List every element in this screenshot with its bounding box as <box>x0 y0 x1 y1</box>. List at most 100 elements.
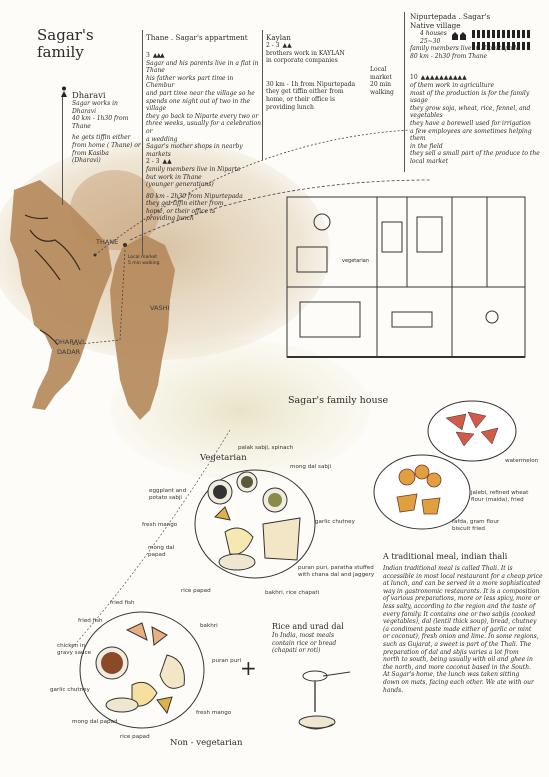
thane-count1-row: 3 ▲▲▲ <box>146 52 261 60</box>
veg-label: rice papad <box>181 588 211 594</box>
thali-line: or coconut), fresh onion and lime. In so… <box>383 633 539 641</box>
nonveg-label: chicken in <box>57 643 86 649</box>
dharavi-line: Dharavi <box>72 107 97 115</box>
nipurtepada-text: vegetables <box>410 112 443 120</box>
thane-heading: Thane . Sagar's appartment <box>146 33 248 42</box>
thane-text: Sagar and his parents live in a flat in <box>146 59 259 67</box>
rice-pouring-illustration <box>298 670 351 730</box>
people-icons: ▲▲▲▲▲▲▲▲▲▲ <box>420 74 467 82</box>
local-note-line: Local market <box>128 255 158 260</box>
veg-label: potato sabji <box>149 495 182 501</box>
person-icon <box>61 86 67 97</box>
kaylan-text: in corporate companies <box>266 57 338 65</box>
people-icons: ▲▲▲ <box>152 52 165 59</box>
local-note-line: 5 min walking <box>128 260 160 266</box>
local-market-block: Local market 20 min walking <box>370 66 410 96</box>
veg-label: bakhri, rice chapati <box>265 590 320 596</box>
houses-count: 4 houses <box>420 30 447 37</box>
house-floor-plan <box>286 196 526 358</box>
thali-line: such as Gujarat, a sweet is part of the … <box>383 640 532 648</box>
sweet-label: biscuit fried <box>452 526 485 532</box>
dharavi-block: Dharavi Sagar works in Dharavi 40 km - 1… <box>72 90 142 165</box>
nipurtepada-leader-line <box>404 12 405 172</box>
veg-label: with chana dal and jaggery <box>298 572 375 578</box>
local-market-line: market <box>370 73 392 81</box>
dharavi-leader-line <box>62 95 63 205</box>
thane-text: they get tiffin either from <box>146 200 224 208</box>
thali-line: north to south, being usually with oil a… <box>383 656 533 664</box>
thali-title: A traditional meal, indian thali <box>383 552 508 561</box>
veg-label: garlic chutney <box>315 519 355 525</box>
thane-leader-line <box>142 30 143 255</box>
local-market-line: 20 min <box>370 81 392 89</box>
room-label: vegetarian <box>342 258 369 264</box>
thali-line: Indian traditional meal is called Thali.… <box>383 565 513 572</box>
nonveg-title: Non - vegetarian <box>170 738 243 748</box>
nonveg-label: fried fish <box>110 600 135 606</box>
sweet-label: watermelon <box>505 458 539 464</box>
nipurtepada-count: 10 <box>410 74 418 82</box>
veg-label: mong dal <box>148 545 175 551</box>
rice-title: Rice and urad dal <box>272 622 344 631</box>
nipurtepada-count-row: 10 ▲▲▲▲▲▲▲▲▲▲ <box>410 74 546 82</box>
thane-text: a wedding <box>146 135 178 143</box>
thali-line: of various preparations, more or less sp… <box>383 595 541 603</box>
thane-text: Thane <box>146 67 165 75</box>
thane-text: and part time near the village so he <box>146 89 255 97</box>
house-caption: Sagar's family house <box>288 395 389 406</box>
rice-line: In India, most meals <box>272 632 335 639</box>
dharavi-line: Thane <box>72 122 91 130</box>
veg-label: papad <box>148 552 166 558</box>
rice-line: contain rice or bread <box>272 639 337 647</box>
thali-line: way in gastronomic restaurants. It is a … <box>383 587 540 595</box>
nipurtepada-heading2: Native village <box>410 21 461 30</box>
thane-text: (younger generations) <box>146 181 214 189</box>
people-icons-grid <box>472 30 530 50</box>
thali-line: down on mats, facing each other. We ate … <box>383 678 534 686</box>
local-market-note: Local market 5 min walking <box>128 255 159 266</box>
sweet-label: jalebi, refined wheat <box>471 490 529 496</box>
nonveg-label: bakhri <box>200 623 218 629</box>
sweet-label: fafda, gram flour <box>452 519 500 525</box>
veg-label: mong dal sabji <box>290 464 332 470</box>
thane-count2-row: 2 - 3 ▲▲ <box>146 158 261 166</box>
nonveg-label: puran puri <box>212 658 242 664</box>
plus-sign: + <box>240 656 257 680</box>
veg-label: fresh mango <box>142 522 178 528</box>
nonveg-label: rice papad <box>120 734 150 740</box>
thane-text: but work in Thane <box>146 173 202 181</box>
jalebi-plate <box>373 454 471 530</box>
members-range: 25~30 <box>420 37 441 45</box>
kaylan-count: 2 - 3 <box>266 42 280 49</box>
map-label-thane: THANE <box>96 238 119 246</box>
dharavi-line: he gets tiffin either <box>72 134 131 142</box>
house-icons <box>452 32 466 40</box>
dharavi-line: 40 km - 1h30 from <box>72 115 129 123</box>
thane-block: Thane . Sagar's appartment 3 ▲▲▲ Sagar a… <box>146 33 261 223</box>
nipurtepada-text: most of the production is for the family… <box>410 89 530 105</box>
people-icons: ▲▲ <box>282 42 292 49</box>
map-label-vashi: VASHI <box>150 304 170 312</box>
title-line1: Sagar's <box>37 26 94 44</box>
dharavi-heading: Dharavi <box>72 90 106 100</box>
thane-text: 80 km - 2h30 from Nipurtepada <box>146 192 243 200</box>
kaylan-count-row: 2 - 3 ▲▲ <box>266 42 371 50</box>
thane-text: spends one night out of two in the <box>146 97 251 105</box>
thali-line: At Sagar's home, the lunch was taken sit… <box>383 671 520 679</box>
nonveg-label: mong dal papad <box>72 719 118 725</box>
people-icons: ▲▲ <box>162 158 172 166</box>
rice-block: Rice and urad dal In India, most meals c… <box>272 622 377 655</box>
thane-text: village <box>146 105 167 113</box>
thali-line: hands. <box>383 686 404 694</box>
nipurtepada-text: a few employees are sometimes helping th… <box>410 127 532 143</box>
thane-text: three weeks, usually for a celebration o… <box>146 120 262 135</box>
veg-title: Vegetarian <box>200 453 247 463</box>
thali-line: accessible in most local restaurant for … <box>383 572 543 580</box>
thali-line: at lunch, and can be served in a more so… <box>383 580 541 588</box>
nipurtepada-heading1: Nipurtepada . Sagar's <box>410 12 491 21</box>
thali-line: (a condiment paste made either of garlic… <box>383 625 532 633</box>
sweet-label: flour (maida), fried <box>471 497 524 503</box>
thane-count2: 2 - 3 <box>146 158 160 166</box>
dharavi-line: (Dharavi) <box>72 157 101 165</box>
